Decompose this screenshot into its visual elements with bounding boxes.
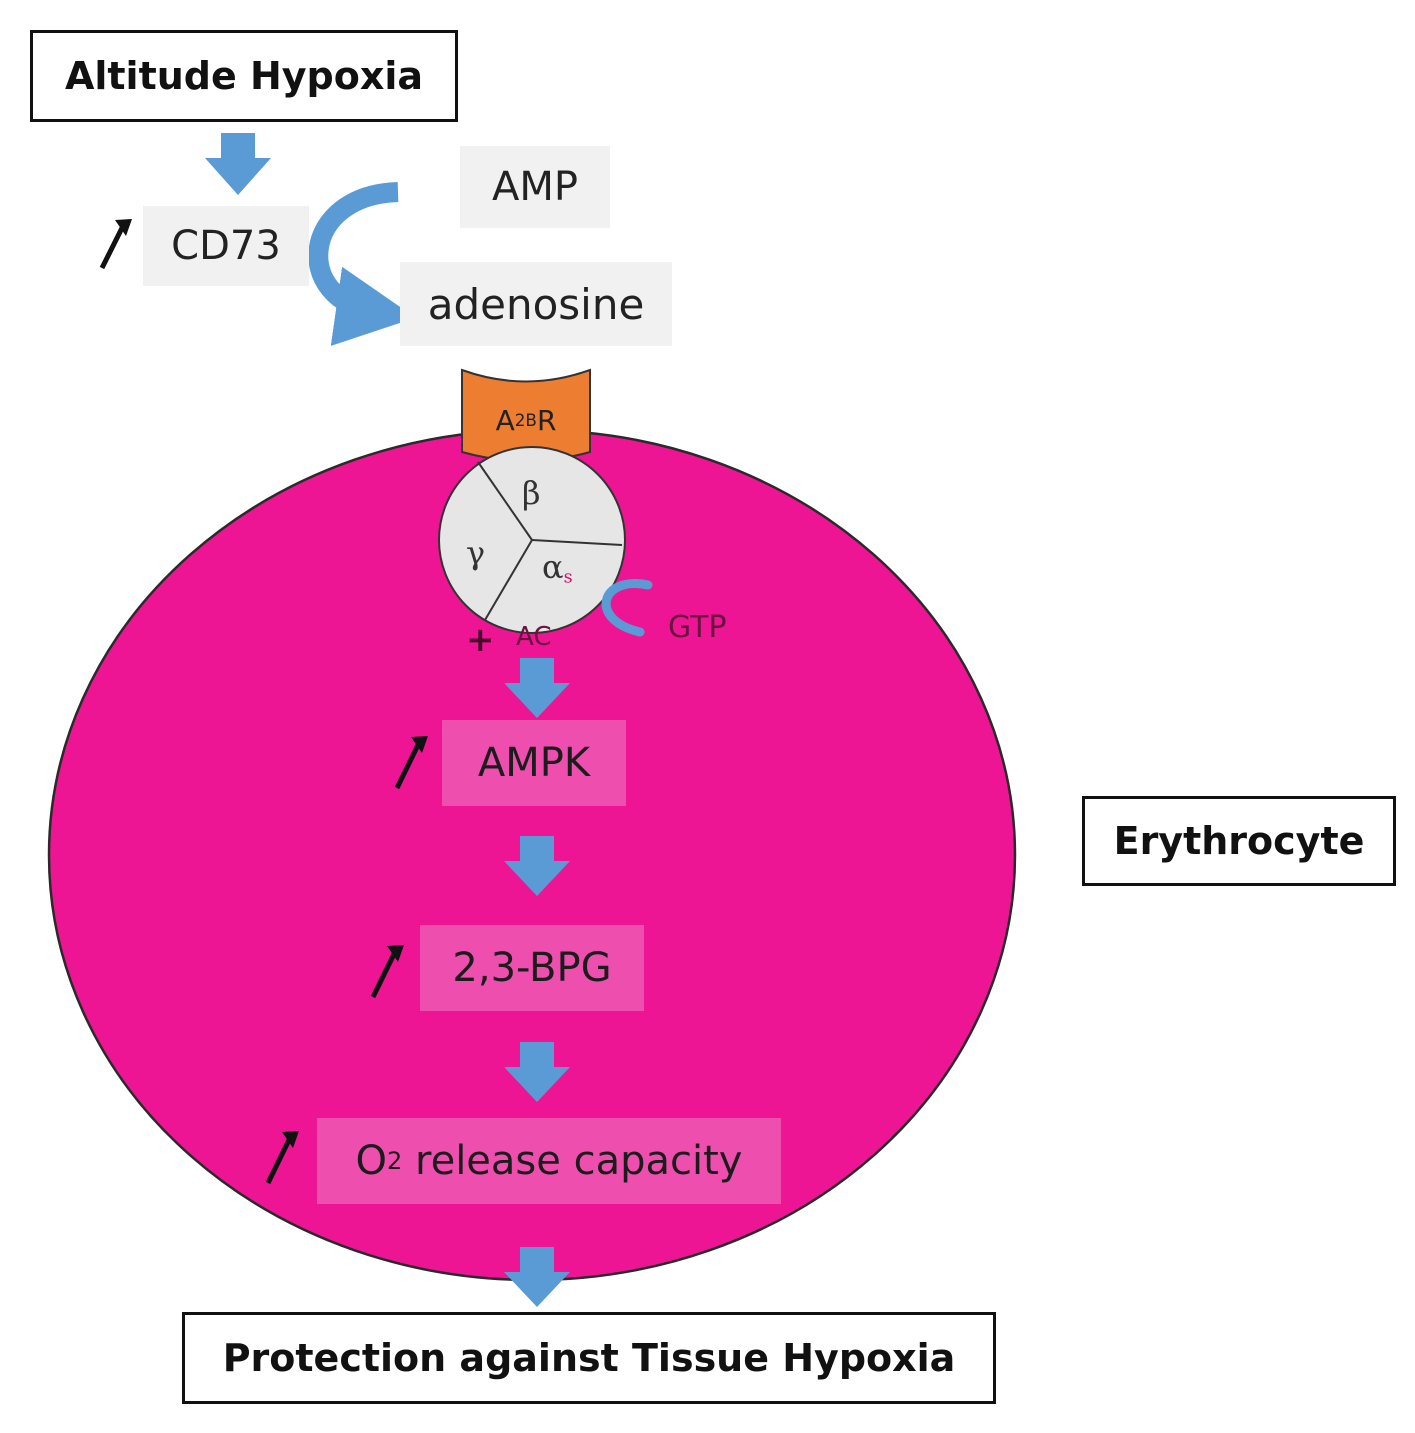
ac-label: AC <box>516 622 552 652</box>
adenosine-label: adenosine <box>400 262 672 346</box>
arrow-ac-to-ampk <box>504 658 570 718</box>
up-arrow-cd73-icon <box>99 219 132 270</box>
cd73-conversion-arrow <box>308 182 416 346</box>
arrow-hypoxia-to-cd73 <box>205 133 271 195</box>
arrow-ampk-to-bpg <box>504 836 570 896</box>
erythrocyte-box: Erythrocyte <box>1082 796 1396 886</box>
g-protein <box>438 446 626 634</box>
up-arrow-o2-icon <box>265 1131 299 1185</box>
bpg-label: 2,3-BPG <box>420 925 644 1011</box>
arrow-o2-to-protection <box>504 1247 570 1307</box>
gtp-hook-arrow <box>601 579 653 637</box>
arrow-bpg-to-o2 <box>504 1042 570 1102</box>
gamma-subunit-label: γ <box>466 534 486 572</box>
altitude-hypoxia-box: Altitude Hypoxia <box>30 30 458 122</box>
beta-subunit-label: β <box>522 474 541 512</box>
plus-sign: + <box>466 620 495 660</box>
gtp-label: GTP <box>668 610 727 645</box>
alpha-subunit-label: αs <box>542 548 573 588</box>
cd73-label: CD73 <box>143 206 309 286</box>
ampk-label: AMPK <box>442 720 626 806</box>
up-arrow-ampk-icon <box>394 736 428 790</box>
amp-label: AMP <box>460 146 610 228</box>
protection-box: Protection against Tissue Hypoxia <box>182 1312 996 1404</box>
up-arrow-bpg-icon <box>370 945 404 999</box>
